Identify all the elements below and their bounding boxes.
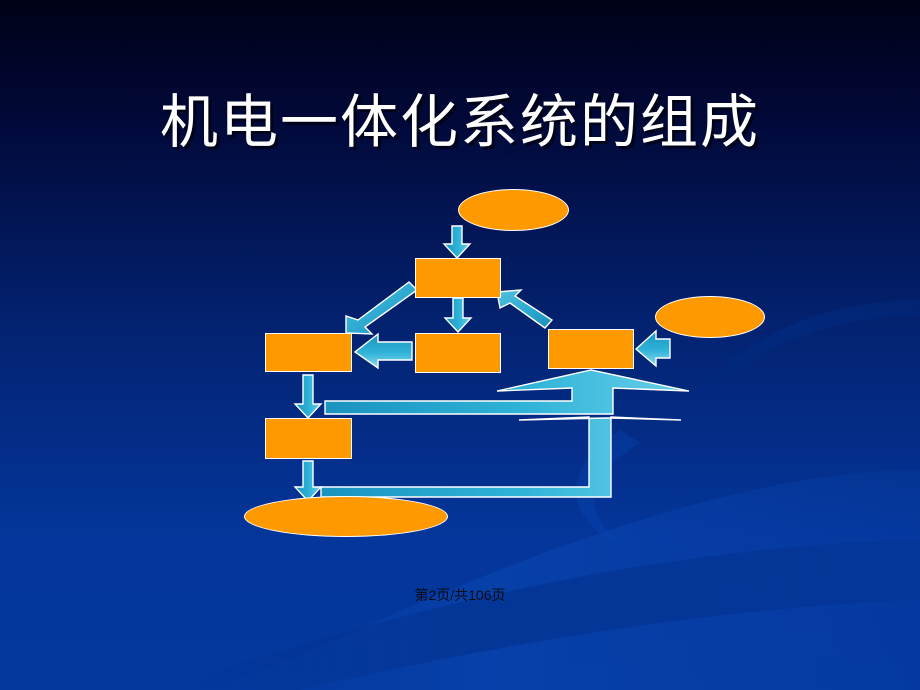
arrow-center-to-left — [353, 332, 413, 370]
node-box-center[interactable] — [415, 333, 501, 373]
elbow-arrow-lower-feedback — [320, 416, 682, 498]
arrow-ellipse-right-to-right-box — [634, 329, 671, 368]
elbow-arrow-upper-feedback — [324, 369, 690, 415]
arrow-left-to-executor — [293, 374, 323, 420]
arrow-right-box-to-controller-diagonal — [496, 289, 554, 329]
node-box-right[interactable] — [548, 329, 634, 369]
node-box-executor[interactable] — [265, 418, 352, 459]
node-ellipse-top[interactable] — [458, 189, 569, 231]
node-box-controller[interactable] — [415, 258, 501, 298]
page-indicator: 第2页/共106页 — [414, 587, 506, 603]
arrow-ellipse-top-to-controller — [442, 225, 472, 260]
swoosh-curve-band — [160, 540, 920, 690]
arrow-controller-to-center — [443, 297, 473, 334]
page-title: 机电一体化系统的组成 — [159, 90, 760, 155]
node-ellipse-right[interactable] — [655, 296, 765, 338]
node-ellipse-bottom[interactable] — [244, 496, 448, 537]
arrow-controller-to-left-diagonal — [345, 281, 419, 335]
node-box-left[interactable] — [265, 333, 352, 372]
arrow-executor-to-ellipse-bottom — [293, 460, 323, 503]
